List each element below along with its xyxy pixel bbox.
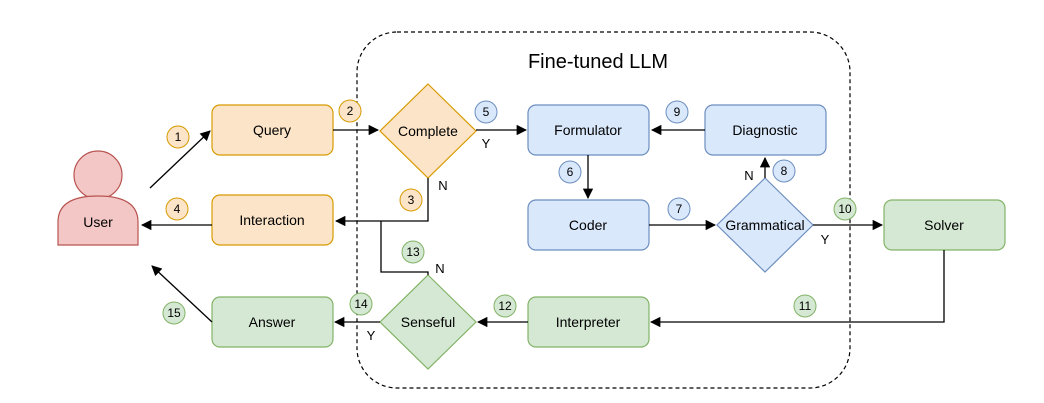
step-badge-3: 3 [399,188,423,212]
step-badge-11: 11 [793,294,817,318]
formulator-box[interactable]: Formulator [527,104,650,156]
step-badge-2: 2 [338,99,362,123]
step-badge-12: 12 [493,294,517,318]
solver-label: Solver [924,217,964,233]
arrow-complete-to-interaction [334,178,429,227]
llm-container [356,31,851,389]
answer-label: Answer [249,314,296,330]
complete-no-label: N [438,178,447,193]
complete-label: Complete [398,123,458,139]
svg-text:5: 5 [483,105,490,119]
interaction-label: Interaction [239,212,304,228]
svg-text:4: 4 [174,202,181,216]
arrow-user-to-query [149,130,211,189]
user-actor[interactable]: User [57,150,139,246]
line-senseful-to-interaction [380,221,429,275]
llm-container-title: Fine-tuned LLM [528,51,668,73]
svg-text:7: 7 [676,202,683,216]
grammatical-yes-label: Y [821,232,830,247]
interpreter-label: Interpreter [556,314,621,330]
svg-text:13: 13 [406,245,420,259]
svg-text:2: 2 [347,104,354,118]
coder-box[interactable]: Coder [527,199,650,251]
step-badge-1: 1 [166,125,190,149]
user-head-icon [73,150,123,200]
step-badge-13: 13 [401,240,425,264]
svg-text:15: 15 [167,306,181,320]
diagnostic-label: Diagnostic [732,122,797,138]
svg-text:9: 9 [674,105,681,119]
grammatical-no-label: N [744,168,753,183]
step-badge-15: 15 [162,301,186,325]
step-badge-9: 9 [665,100,689,124]
user-body-icon [57,195,139,246]
senseful-yes-label: Y [367,328,376,343]
grammatical-diamond[interactable]: Grammatical [716,177,814,273]
step-badge-10: 10 [833,197,857,221]
svg-text:11: 11 [799,299,812,313]
step-badge-8: 8 [772,159,796,183]
senseful-no-label: N [435,261,444,276]
user-label: User [83,214,113,230]
interaction-box[interactable]: Interaction [211,194,334,246]
complete-yes-label: Y [482,136,491,151]
svg-text:8: 8 [781,164,788,178]
step-badge-14: 14 [349,292,373,316]
arrow-solver-to-interpreter [649,250,945,328]
answer-box[interactable]: Answer [211,296,334,348]
solver-box[interactable]: Solver [883,199,1006,251]
query-box[interactable]: Query [211,104,334,156]
step-badge-4: 4 [165,197,189,221]
svg-text:6: 6 [567,165,574,179]
grammatical-label: Grammatical [725,217,804,233]
senseful-diamond[interactable]: Senseful [379,274,477,370]
formulator-label: Formulator [554,122,622,138]
step-badge-5: 5 [474,100,498,124]
step-badge-7: 7 [667,197,691,221]
interpreter-box[interactable]: Interpreter [527,296,650,348]
svg-text:14: 14 [354,297,368,311]
svg-text:1: 1 [175,130,182,144]
arrow-answer-to-user [151,265,213,323]
svg-text:10: 10 [838,202,852,216]
svg-text:3: 3 [408,193,415,207]
step-badge-6: 6 [558,160,582,184]
complete-diamond[interactable]: Complete [379,83,477,179]
coder-label: Coder [569,217,607,233]
svg-text:12: 12 [498,299,512,313]
diagnostic-box[interactable]: Diagnostic [704,104,827,156]
senseful-label: Senseful [401,314,455,330]
query-label: Query [253,122,291,138]
